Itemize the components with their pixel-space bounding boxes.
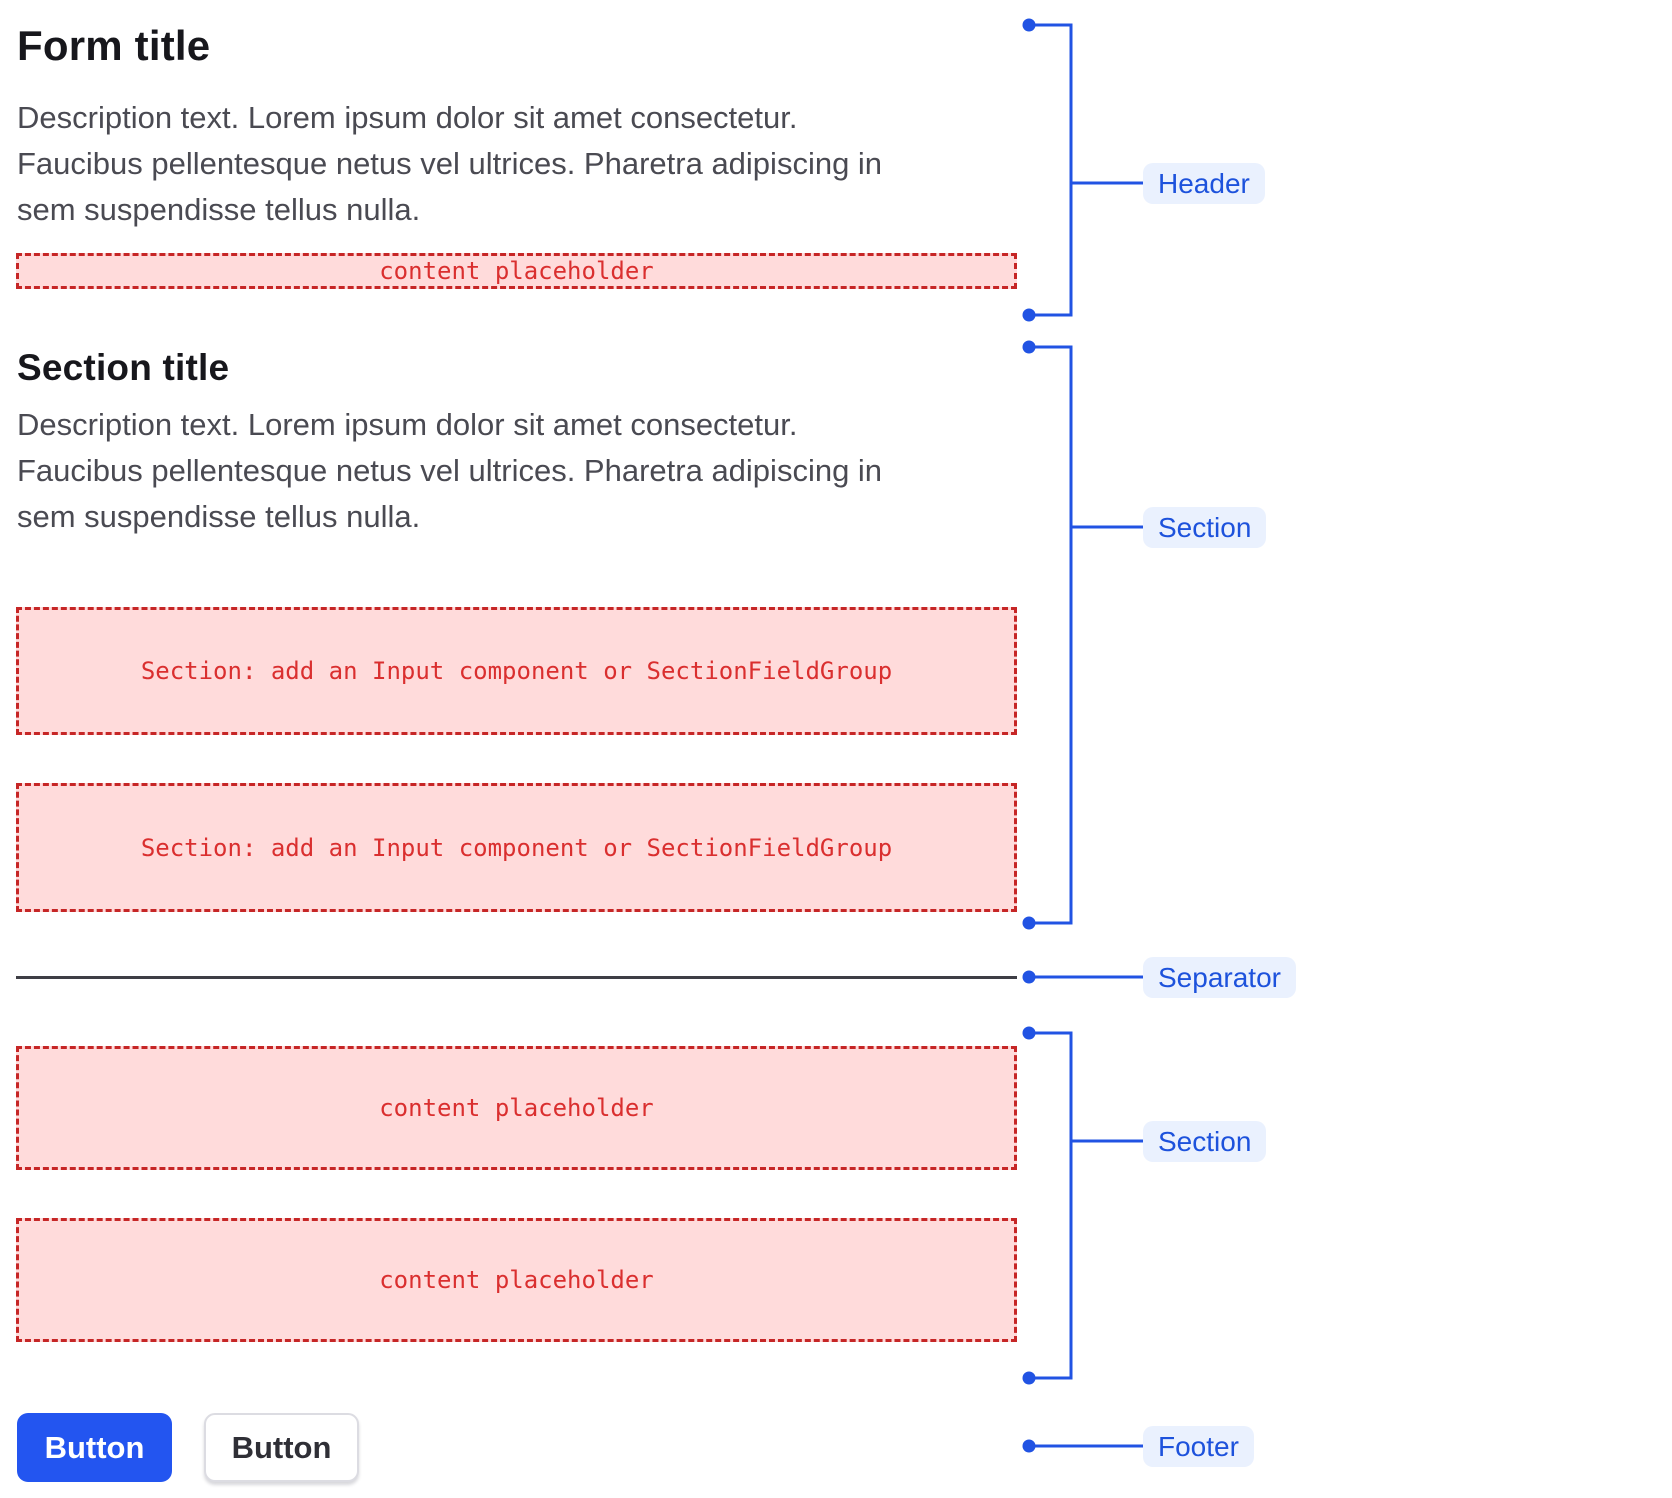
primary-button-label: Button — [44, 1429, 145, 1465]
annotation-label-header: Header — [1143, 163, 1265, 204]
section-slot-placeholder: Section: add an Input component or Secti… — [16, 783, 1017, 912]
section-slot-placeholder: Section: add an Input component or Secti… — [16, 607, 1017, 735]
secondary-button[interactable]: Button — [204, 1413, 359, 1482]
annotation-label-separator: Separator — [1143, 957, 1296, 998]
connector-dot — [1022, 1371, 1036, 1385]
connector-dot — [1022, 18, 1036, 32]
content-placeholder: content placeholder — [16, 1218, 1017, 1342]
content-placeholder: content placeholder — [16, 1046, 1017, 1170]
form-description-line: Faucibus pellentesque netus vel ultrices… — [17, 146, 883, 181]
section-description-line: Description text. Lorem ipsum dolor sit … — [17, 407, 798, 442]
form-description-line: Description text. Lorem ipsum dolor sit … — [17, 100, 798, 135]
separator-line — [16, 976, 1017, 979]
header-content-placeholder: content placeholder — [16, 253, 1017, 289]
form-title: Form title — [17, 22, 211, 69]
section2-bracket-line — [1029, 1031, 1073, 1380]
annotation-label-section-1: Section — [1143, 507, 1267, 548]
section-description: Description text. Lorem ipsum dolor sit … — [17, 402, 1007, 540]
connector-dot — [1022, 916, 1036, 930]
primary-button[interactable]: Button — [17, 1413, 172, 1482]
connector-dot — [1022, 340, 1036, 354]
connector-dot — [1022, 1439, 1036, 1453]
connector-dot — [1022, 308, 1036, 322]
header-bracket-line — [1029, 23, 1073, 317]
section-description-line: sem suspendisse tellus nulla. — [17, 499, 421, 534]
section-title: Section title — [17, 347, 230, 388]
form-description: Description text. Lorem ipsum dolor sit … — [17, 95, 1007, 233]
section-description-line: Faucibus pellentesque netus vel ultrices… — [17, 453, 883, 488]
annotation-label-section-2: Section — [1143, 1121, 1267, 1162]
form-description-line: sem suspendisse tellus nulla. — [17, 192, 421, 227]
secondary-button-label: Button — [231, 1429, 332, 1465]
connector-dot — [1022, 970, 1036, 984]
section1-bracket-line — [1029, 345, 1073, 925]
connector-dot — [1022, 1026, 1036, 1040]
annotation-label-footer: Footer — [1143, 1426, 1254, 1467]
